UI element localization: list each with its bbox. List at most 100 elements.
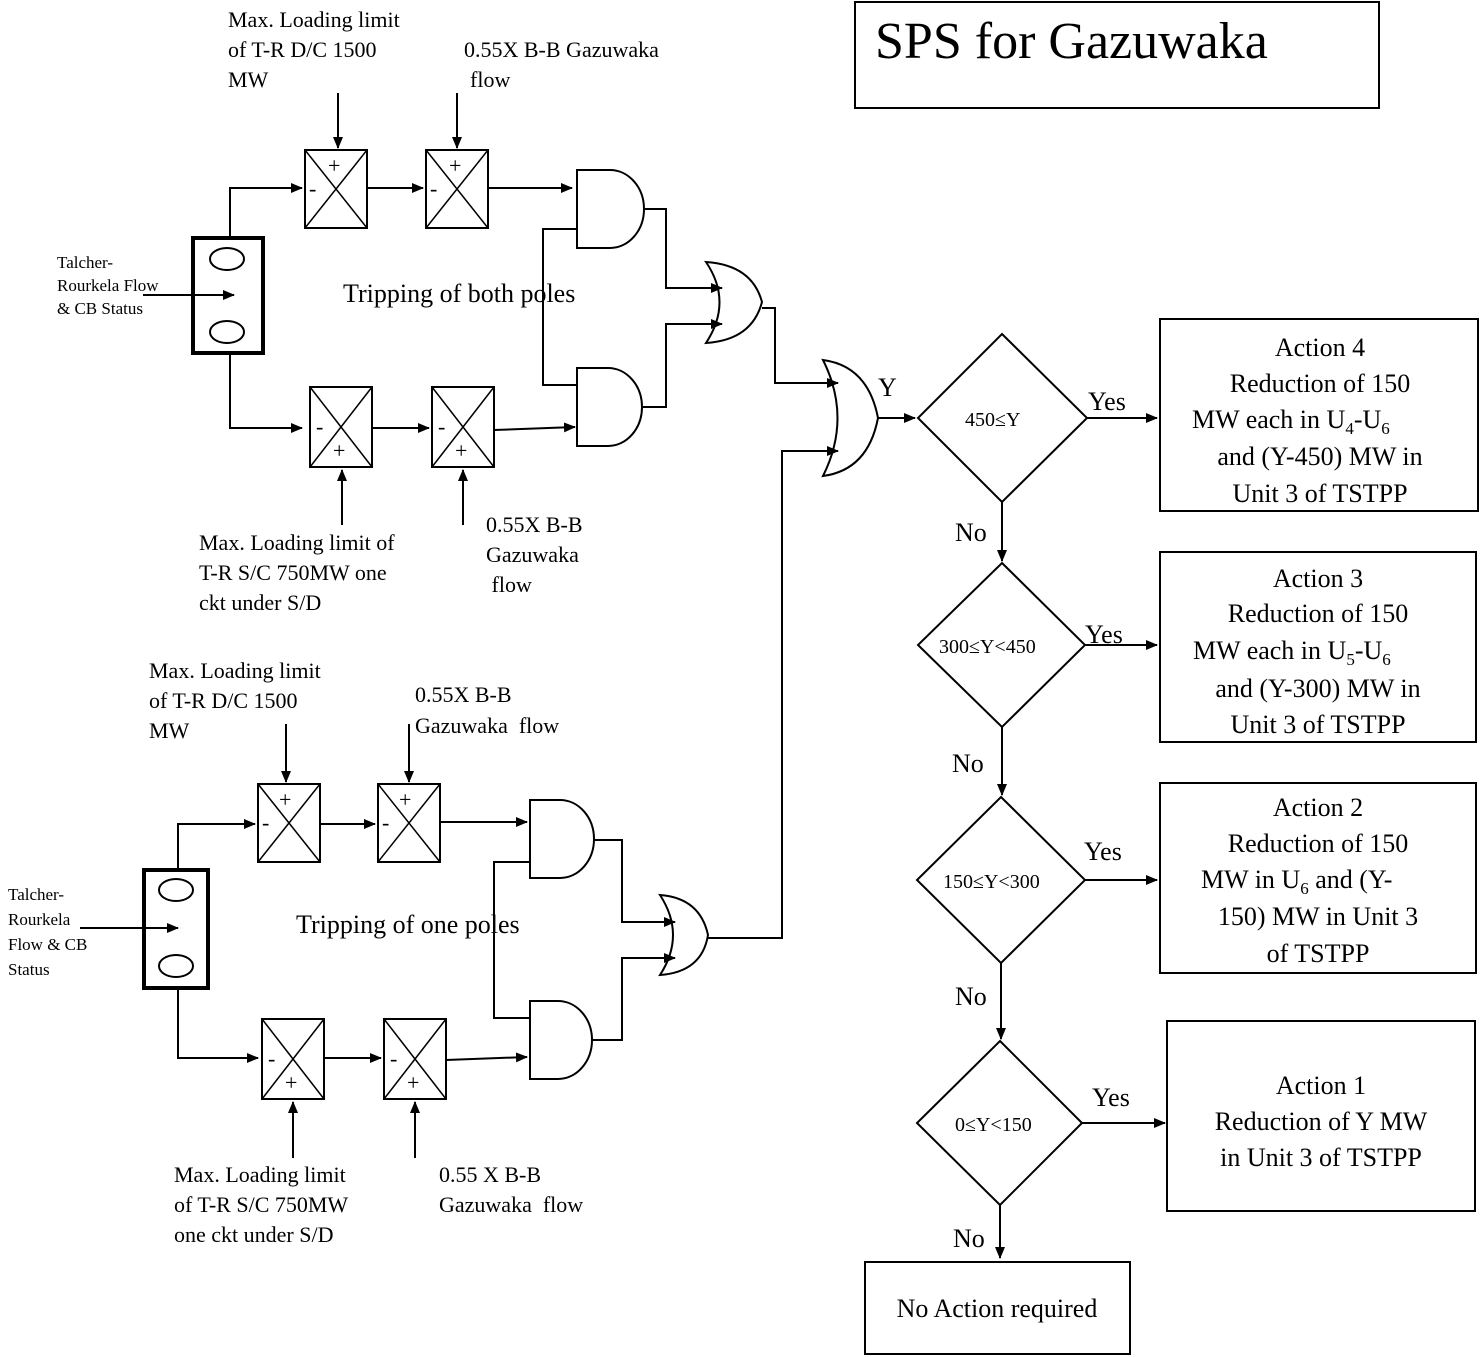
- top-caption: Tripping of both poles: [343, 279, 575, 308]
- svg-text:Tripping of both poles: Tripping of both poles: [343, 279, 575, 308]
- svg-text:of T-R S/C 750MW: of T-R S/C 750MW: [174, 1192, 348, 1217]
- top-lower-limit-label: Max. Loading limit of T-R S/C 750MW one …: [199, 530, 395, 615]
- svg-text:No: No: [955, 982, 987, 1011]
- bottom-or-gate: [658, 893, 710, 977]
- svg-text:Talcher-: Talcher-: [8, 885, 64, 904]
- bottom-comparator-1: + -: [257, 783, 321, 863]
- top-group: Talcher- Rourkela Flow & CB Status + - +…: [57, 7, 839, 615]
- svg-text:150) MW in Unit 3: 150) MW in Unit 3: [1218, 902, 1418, 931]
- svg-text:300≤Y<450: 300≤Y<450: [939, 636, 1036, 658]
- svg-text:No: No: [953, 1224, 985, 1253]
- svg-text:+: +: [407, 1070, 419, 1095]
- bottom-comparator-4: - +: [383, 1018, 447, 1100]
- svg-text:MW in U6 and (Y-: MW in U6 and (Y-: [1201, 865, 1392, 898]
- y-output-label: Y: [878, 373, 897, 402]
- svg-text:0.55 X B-B: 0.55 X B-B: [439, 1162, 541, 1187]
- svg-text:Tripping of one poles: Tripping of one poles: [296, 910, 520, 939]
- svg-text:+: +: [328, 153, 340, 178]
- svg-text:Yes: Yes: [1092, 1083, 1130, 1112]
- decision-4: 0≤Y<150 Yes No: [915, 1039, 1130, 1253]
- svg-text:MW each in U5-U6: MW each in U5-U6: [1193, 636, 1391, 669]
- bottom-upper-flow-label: 0.55X B-B Gazuwaka flow: [415, 682, 559, 738]
- action-4-box: Action 4 Reduction of 150 MW each in U4-…: [1159, 318, 1479, 512]
- bottom-and-gate-1: [529, 799, 595, 879]
- svg-text:Reduction of 150: Reduction of 150: [1228, 599, 1409, 628]
- no-action-box: No Action required: [864, 1261, 1131, 1355]
- svg-text:-: -: [262, 810, 269, 835]
- svg-text:Action 3: Action 3: [1273, 564, 1363, 593]
- svg-text:Status: Status: [8, 960, 50, 979]
- svg-text:+: +: [333, 438, 345, 463]
- final-or-gate: [821, 358, 880, 478]
- svg-text:Gazuwaka: Gazuwaka: [486, 542, 579, 567]
- svg-text:Max. Loading limit: Max. Loading limit: [149, 658, 321, 683]
- svg-text:one ckt under S/D: one ckt under S/D: [174, 1222, 333, 1247]
- top-lower-flow-label: 0.55X B-B Gazuwaka flow: [486, 512, 583, 597]
- svg-text:and (Y-450) MW in: and (Y-450) MW in: [1217, 442, 1422, 471]
- title-box: SPS for Gazuwaka: [854, 1, 1380, 109]
- svg-text:Unit 3 of TSTPP: Unit 3 of TSTPP: [1232, 479, 1407, 508]
- svg-text:Action 1: Action 1: [1276, 1071, 1366, 1100]
- svg-text:Reduction of 150: Reduction of 150: [1230, 369, 1411, 398]
- svg-text:0.55X B-B Gazuwaka: 0.55X B-B Gazuwaka: [464, 37, 659, 62]
- svg-text:Gazuwaka flow: Gazuwaka flow: [415, 713, 559, 738]
- svg-text:Flow & CB: Flow & CB: [8, 935, 87, 954]
- svg-text:150≤Y<300: 150≤Y<300: [943, 871, 1040, 893]
- svg-text:450≤Y: 450≤Y: [965, 409, 1020, 431]
- bottom-lower-limit-label: Max. Loading limit of T-R S/C 750MW one …: [174, 1162, 348, 1247]
- svg-text:+: +: [449, 153, 461, 178]
- top-comparator-2: + -: [425, 149, 489, 229]
- svg-text:Rourkela: Rourkela: [8, 910, 71, 929]
- svg-text:-: -: [268, 1046, 275, 1071]
- svg-text:and (Y-300) MW in: and (Y-300) MW in: [1215, 674, 1420, 703]
- bottom-lower-flow-label: 0.55 X B-B Gazuwaka flow: [439, 1162, 583, 1217]
- top-and-gate-1: [576, 169, 645, 249]
- svg-text:Max. Loading limit of: Max. Loading limit of: [199, 530, 395, 555]
- svg-text:-: -: [309, 176, 316, 201]
- svg-text:Unit 3 of TSTPP: Unit 3 of TSTPP: [1230, 710, 1405, 739]
- svg-text:Gazuwaka flow: Gazuwaka flow: [439, 1192, 583, 1217]
- svg-text:0.55X B-B: 0.55X B-B: [486, 512, 583, 537]
- decision-3: 150≤Y<300 Yes No: [915, 795, 1122, 1011]
- action-2-box: Action 2 Reduction of 150 MW in U6 and (…: [1159, 782, 1477, 974]
- svg-text:+: +: [455, 438, 467, 463]
- svg-text:-: -: [382, 810, 389, 835]
- svg-text:in Unit 3 of TSTPP: in Unit 3 of TSTPP: [1220, 1143, 1422, 1172]
- svg-text:MW each in U4-U6: MW each in U4-U6: [1192, 405, 1390, 438]
- svg-text:Talcher-: Talcher-: [57, 253, 113, 272]
- svg-text:flow: flow: [470, 67, 510, 92]
- svg-text:Yes: Yes: [1084, 837, 1122, 866]
- top-upper-limit-label: Max. Loading limit of T-R D/C 1500 MW: [228, 7, 400, 92]
- page-title: SPS for Gazuwaka: [875, 13, 1268, 70]
- top-or-gate: [704, 260, 764, 345]
- svg-text:of T-R D/C 1500: of T-R D/C 1500: [228, 37, 377, 62]
- svg-text:Rourkela Flow: Rourkela Flow: [57, 276, 159, 295]
- svg-text:of T-R D/C 1500: of T-R D/C 1500: [149, 688, 298, 713]
- decision-1: 450≤Y Yes No: [916, 332, 1126, 547]
- bottom-caption: Tripping of one poles: [296, 910, 520, 939]
- bottom-upper-limit-label: Max. Loading limit of T-R D/C 1500 MW: [149, 658, 321, 743]
- svg-text:No: No: [955, 518, 987, 547]
- svg-text:& CB Status: & CB Status: [57, 299, 143, 318]
- svg-text:Reduction of 150: Reduction of 150: [1228, 829, 1409, 858]
- svg-text:No Action required: No Action required: [897, 1294, 1098, 1323]
- svg-text:Action 2: Action 2: [1273, 793, 1363, 822]
- svg-text:Reduction of Y MW: Reduction of Y MW: [1215, 1107, 1428, 1136]
- bottom-input-label: Talcher- Rourkela Flow & CB Status: [8, 885, 87, 979]
- bottom-comparator-2: + -: [377, 783, 441, 863]
- top-input-label: Talcher- Rourkela Flow & CB Status: [57, 253, 159, 318]
- svg-text:ckt under S/D: ckt under S/D: [199, 590, 321, 615]
- svg-text:of TSTPP: of TSTPP: [1267, 939, 1370, 968]
- top-comparator-4: - +: [431, 386, 495, 468]
- bottom-group: Talcher- Rourkela Flow & CB Status + - +…: [8, 446, 839, 1247]
- svg-text:Max. Loading limit: Max. Loading limit: [228, 7, 400, 32]
- svg-text:MW: MW: [149, 718, 190, 743]
- svg-text:0≤Y<150: 0≤Y<150: [955, 1114, 1032, 1136]
- svg-text:flow: flow: [486, 572, 532, 597]
- svg-text:Max. Loading limit: Max. Loading limit: [174, 1162, 346, 1187]
- svg-text:-: -: [390, 1046, 397, 1071]
- svg-text:+: +: [279, 787, 291, 812]
- top-upper-flow-label: 0.55X B-B Gazuwaka flow: [464, 37, 659, 92]
- bottom-and-gate-2: [529, 1000, 593, 1080]
